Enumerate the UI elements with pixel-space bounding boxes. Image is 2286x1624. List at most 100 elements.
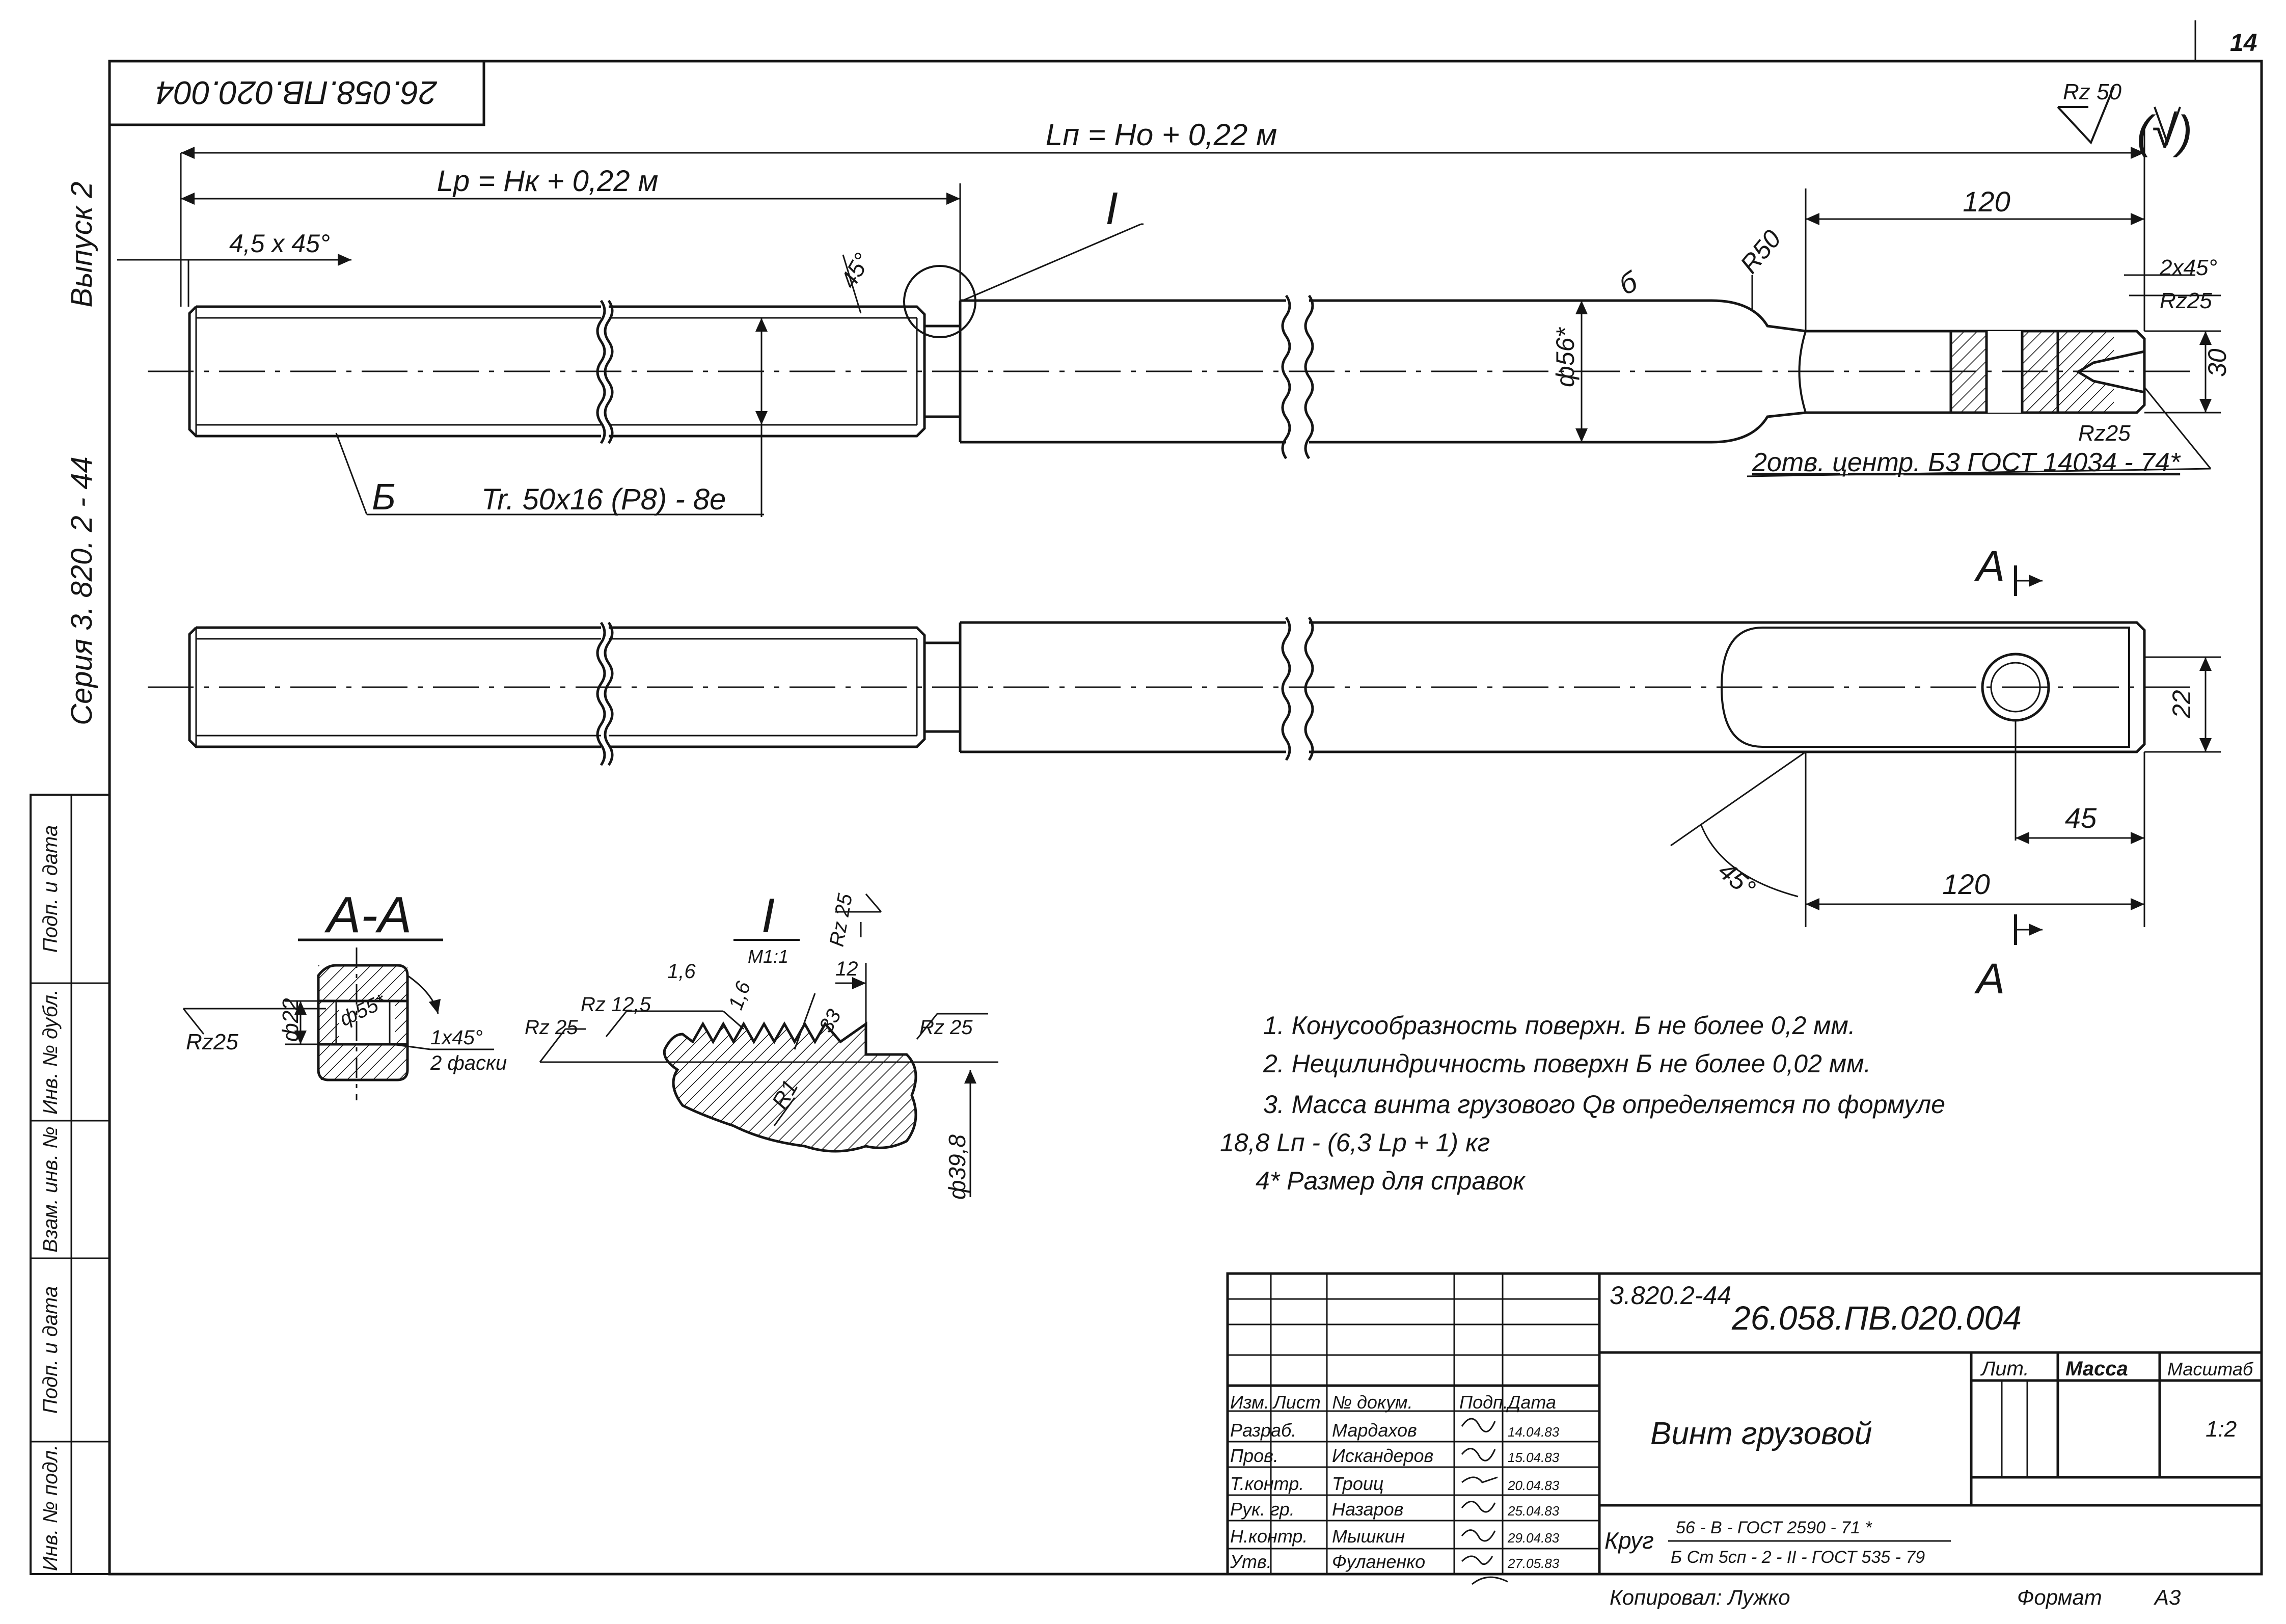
dim-angle-45: 45°: [835, 249, 876, 292]
roughness-main: Rz 50: [2063, 79, 2121, 104]
tb-mass-label: Масса: [2065, 1358, 2128, 1380]
tb-scale-value: 1:2: [2206, 1417, 2237, 1442]
detail-i: [539, 894, 998, 1197]
rotated-code: 26.058.ПВ.020.004: [156, 74, 438, 111]
tb-row-3-role: Т.контр.: [1230, 1473, 1304, 1494]
tb-row-4-date: 25.04.83: [1507, 1503, 1560, 1519]
tb-row-5-date: 29.04.83: [1507, 1530, 1560, 1546]
tb-row-6-role: Утв.: [1230, 1551, 1272, 1572]
tb-material-prefix: Круг: [1604, 1527, 1654, 1554]
note-3-formula: 18,8 Lп - (6,3 Lр + 1) кг: [1220, 1128, 1490, 1157]
dim-chamfer-right: 2x45°: [2159, 255, 2217, 280]
leader-b: б: [1614, 264, 1643, 301]
note-3: 3. Масса винта грузового Qв определяется…: [1263, 1090, 1945, 1119]
main-dimensions: [117, 127, 2221, 517]
tb-series-code: 3.820.2-44: [1610, 1281, 1731, 1310]
section-aa-chamfer-note: 2 фаски: [430, 1052, 507, 1074]
thread-spec: Tr. 50x16 (P8) - 8e: [481, 483, 726, 516]
dim-30: 30: [2203, 348, 2231, 377]
tb-name: Винт грузовой: [1650, 1416, 1872, 1451]
tb-row-1-date: 14.04.83: [1508, 1424, 1560, 1440]
main-view: [188, 265, 2146, 459]
tb-row-2-date: 15.04.83: [1508, 1450, 1560, 1465]
detail-i-rz25-left: Rz 25: [525, 1016, 578, 1039]
tb-header-list: Лист: [1272, 1392, 1321, 1413]
detail-i-d12: 12: [835, 958, 858, 980]
section-aa: [182, 948, 494, 1100]
dim-120-top: 120: [1963, 185, 2010, 218]
tb-doc-code: 26.058.ПВ.020.004: [1731, 1299, 2022, 1337]
tb-header-sign: Подп.: [1459, 1392, 1508, 1413]
tb-material-bottom: Б Ст 5сп - 2 - II - ГОСТ 535 - 79: [1671, 1548, 1925, 1567]
rotated-code-box: 26.058.ПВ.020.004: [108, 60, 485, 126]
note-1: 1. Конусообразность поверхн. Б не более …: [1263, 1011, 1856, 1040]
series-label: Серия 3. 820. 2 - 44: [65, 456, 98, 725]
tb-row-2-name: Искандеров: [1332, 1445, 1433, 1466]
tb-material-top: 56 - В - ГОСТ 2590 - 71 *: [1676, 1518, 1872, 1537]
signatures: [1461, 1418, 1508, 1585]
tb-row-6-name: Фуланенко: [1332, 1551, 1425, 1572]
tb-scale-label: Масштаб: [2167, 1359, 2254, 1379]
side-stamp: Подп. и дата Инв. № дубл. Взам. инв. № П…: [30, 794, 111, 1575]
dim-angle-45b: 45°: [1713, 856, 1761, 903]
centers-note: 2отв. центр. Б3 ГОСТ 14034 - 74*: [1752, 448, 2181, 477]
dim-chamfer-left: 4,5 x 45°: [229, 229, 330, 258]
tb-format-value: А3: [2153, 1585, 2181, 1609]
detail-i-d16a: 1,6: [667, 960, 696, 983]
tb-row-2-role: Пров.: [1230, 1445, 1278, 1466]
tb-row-4-role: Рук. гр.: [1230, 1499, 1295, 1520]
section-aa-title: A-A: [324, 886, 412, 943]
tb-header-doc: № докум.: [1332, 1392, 1413, 1413]
dim-r50: R50: [1735, 225, 1787, 279]
detail-i-title: I: [761, 888, 775, 943]
stamp-replace-inv: Взам. инв. №: [39, 1126, 62, 1252]
tb-row-3-name: Троиц: [1332, 1473, 1383, 1494]
plan-dimensions: [1670, 656, 2221, 927]
letter-B: Б: [372, 477, 396, 518]
tb-header-date: Дата: [1506, 1392, 1556, 1413]
dim-45: 45: [2065, 802, 2097, 834]
detail-i-d16b: 1,6: [724, 978, 755, 1013]
title-block: [1226, 1272, 2263, 1576]
section-aa-chamfer: 1x45°: [430, 1026, 483, 1049]
stamp-dup-inv: Инв. № дубл.: [39, 989, 62, 1115]
issue-label: Выпуск 2: [65, 181, 98, 307]
rz25-b: Rz25: [2078, 421, 2131, 446]
tb-header-izm: Изм.: [1230, 1392, 1269, 1413]
tb-row-5-name: Мышкин: [1332, 1526, 1405, 1547]
leader-I: I: [1105, 183, 1118, 234]
tb-row-4-name: Назаров: [1332, 1499, 1403, 1520]
rz25-a: Rz25: [2160, 288, 2212, 313]
section-A-top: A: [1974, 542, 2005, 590]
tb-row-1-name: Мардахов: [1332, 1420, 1417, 1441]
stamp-orig-inv: Инв. № подл.: [39, 1445, 62, 1571]
tb-row-1-role: Разраб.: [1230, 1420, 1296, 1441]
detail-i-scale: М1:1: [748, 946, 788, 967]
stamp-sign-date-2: Подп. и дата: [39, 1286, 62, 1414]
notes: 1. Конусообразность поверхн. Б не более …: [1220, 1011, 1945, 1195]
dim-ln: Lп = Hо + 0,22 м: [1046, 118, 1277, 152]
dim-lp: Lр = Hк + 0,22 м: [437, 165, 659, 198]
roughness-rest: (√): [2137, 107, 2192, 158]
tb-row-5-role: Н.контр.: [1230, 1526, 1308, 1547]
section-marks: [2014, 565, 2043, 945]
tb-row-6-date: 27.05.83: [1507, 1556, 1560, 1571]
tb-lit-label: Лит.: [1980, 1358, 2029, 1380]
tb-copied: Копировал: Лужко: [1610, 1585, 1790, 1609]
dim-120-bottom: 120: [1942, 868, 1990, 900]
roughness-symbol-main: [2057, 86, 2181, 146]
tb-row-3-date: 20.04.83: [1507, 1478, 1560, 1493]
sheet-number: 14: [2230, 30, 2257, 57]
tb-format-label: Формат: [2017, 1585, 2102, 1609]
dim-dia-56: ф56*: [1551, 327, 1580, 387]
section-aa-rz25: Rz25: [186, 1030, 238, 1054]
section-aa-d22: ф22: [278, 998, 303, 1042]
detail-i-rz125: Rz 12,5: [581, 993, 651, 1016]
detail-i-rz25-top: Rz 25: [826, 891, 857, 948]
plan-view: [188, 616, 2146, 766]
detail-i-rz25-right: Rz 25: [919, 1016, 973, 1039]
dim-22: 22: [2167, 690, 2196, 719]
note-4: 4* Размер для справок: [1256, 1167, 1526, 1195]
note-2: 2. Нецилиндричность поверхн Б не более 0…: [1263, 1049, 1871, 1078]
